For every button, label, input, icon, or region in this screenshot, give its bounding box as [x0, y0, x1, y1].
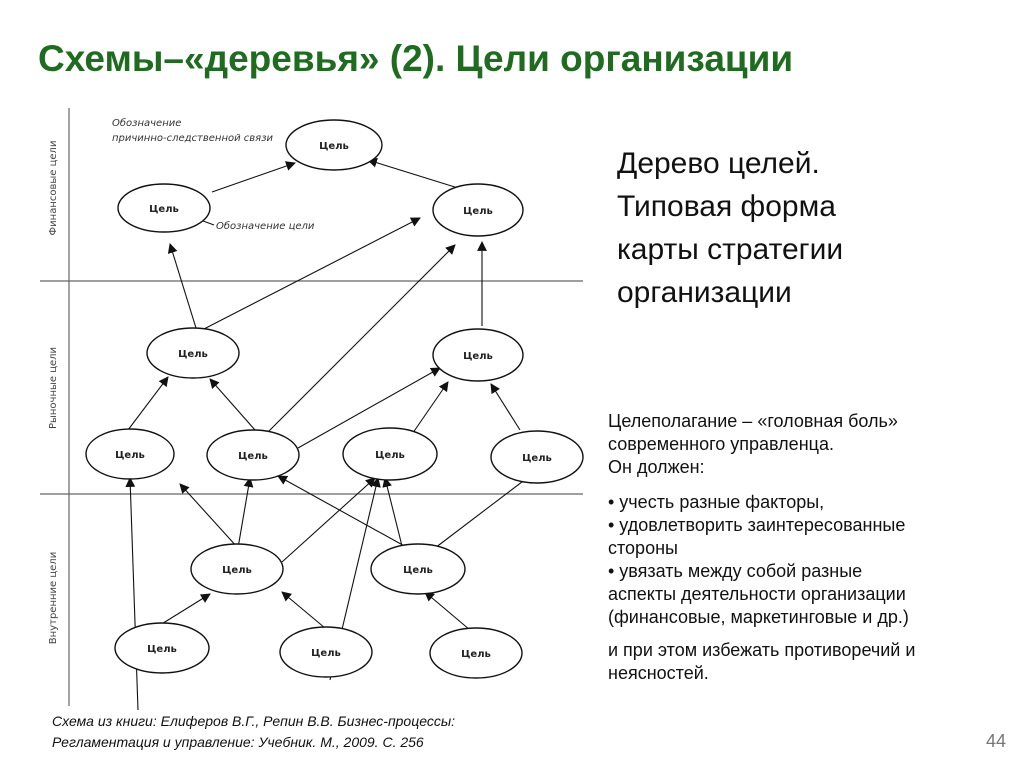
goal-node: Цель	[285, 119, 383, 171]
slide-title: Схемы–«деревья» (2). Цели организации	[38, 38, 794, 79]
arrow	[209, 378, 256, 431]
goal-node: Цель	[279, 626, 373, 678]
caption-line: Схема из книги: Елиферов В.Г., Репин В.В…	[52, 713, 456, 729]
band-label-market: Рыночные цели	[48, 347, 59, 429]
svg-text:Цель: Цель	[149, 204, 179, 215]
svg-text:Цель: Цель	[311, 648, 341, 659]
heading-line: организации	[617, 276, 792, 309]
bullet-item: • учесть разные факторы,	[608, 492, 825, 512]
goal-nodes: Цель Цель Цель Цель Цель Цель	[85, 119, 584, 679]
arrow	[297, 367, 441, 449]
band-label-internal: Внутренние цели	[48, 552, 59, 644]
arrow	[179, 483, 239, 549]
arrow	[237, 477, 254, 549]
intro-line: Он должен:	[608, 457, 705, 477]
side-body-text: Целеполагание – «головная боль» современ…	[608, 410, 1008, 685]
goal-node: Цель	[432, 328, 524, 382]
bullet-item: • увязать между собой разные	[608, 561, 863, 581]
intro-line: Целеполагание – «головная боль»	[608, 411, 898, 431]
svg-text:Цель: Цель	[522, 453, 552, 464]
arrow	[281, 477, 376, 563]
bullet-item: • удовлетворить заинтересованные	[608, 515, 906, 535]
band-label-financial: Финансовые цели	[48, 141, 59, 236]
arrow	[281, 591, 326, 629]
goal-node: Цель	[490, 430, 584, 484]
heading-line: Дерево целей.	[617, 147, 820, 180]
svg-text:Цель: Цель	[147, 644, 177, 655]
svg-text:Цель: Цель	[403, 565, 433, 576]
arrow	[267, 244, 456, 433]
svg-text:Цель: Цель	[463, 206, 493, 217]
outro-line: и при этом избежать противоречий и	[608, 640, 916, 660]
bullet-item-continued: стороны	[608, 538, 678, 558]
arrow	[434, 471, 536, 549]
arrow	[424, 591, 471, 631]
goal-node: Цель	[117, 183, 211, 233]
page-number: 44	[986, 731, 1007, 751]
goal-tree-diagram: Финансовые цели Рыночные цели Внутренние…	[30, 100, 600, 712]
svg-text:Цель: Цель	[115, 450, 145, 461]
source-caption: Схема из книги: Елиферов В.Г., Репин В.В…	[52, 711, 592, 753]
arrow	[125, 477, 139, 711]
goal-node: Цель	[342, 427, 438, 481]
goal-node: Цель	[190, 543, 284, 595]
note-goal: Обозначение цели	[216, 220, 315, 232]
goal-node: Цель	[206, 429, 300, 481]
causal-arrows	[125, 157, 536, 711]
arrow	[367, 157, 459, 189]
svg-text:Цель: Цель	[463, 351, 493, 362]
goal-node: Цель	[85, 428, 175, 480]
arrow	[407, 381, 449, 441]
svg-text:Цель: Цель	[461, 649, 491, 660]
svg-text:Цель: Цель	[178, 349, 208, 360]
goal-node: Цель	[432, 183, 524, 237]
bullet-item-continued: аспекты деятельности организации	[608, 584, 906, 604]
heading-line: карты стратегии	[617, 233, 844, 266]
intro-line: современного управленца.	[608, 434, 834, 454]
svg-text:Цель: Цель	[375, 450, 405, 461]
note-causal-line1: Обозначение	[112, 117, 181, 129]
bullet-item-continued: (финансовые, маркетинговые и др.)	[608, 607, 909, 627]
arrow	[490, 383, 521, 431]
arrow	[382, 477, 403, 547]
side-heading: Дерево целей. Типовая форма карты страте…	[617, 142, 1007, 314]
arrow	[167, 243, 197, 329]
outro-line: неясностей.	[608, 663, 709, 683]
caption-line: Регламентация и управление: Учебник. М.,…	[52, 734, 424, 750]
goal-node: Цель	[146, 327, 240, 379]
goal-node: Цель	[429, 627, 523, 679]
goal-node: Цель	[370, 543, 466, 595]
svg-text:Цель: Цель	[319, 141, 349, 152]
svg-text:Цель: Цель	[238, 451, 268, 462]
arrow	[211, 161, 296, 193]
heading-line: Типовая форма	[617, 190, 836, 223]
svg-text:Цель: Цель	[222, 565, 252, 576]
arrow	[201, 217, 421, 331]
goal-node: Цель	[114, 622, 210, 674]
arrow	[127, 376, 169, 431]
arrow	[277, 475, 409, 549]
note-causal-line2: причинно-следственной связи	[112, 133, 274, 144]
